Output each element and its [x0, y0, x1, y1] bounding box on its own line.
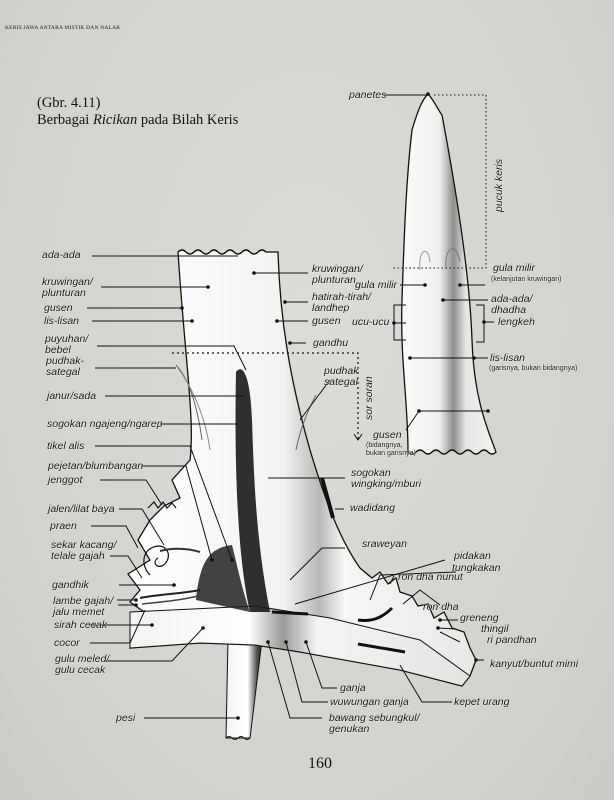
- label-kepet-urang: kepet urang: [454, 696, 510, 708]
- figure-caption: (Gbr. 4.11) Berbagai Ricikan pada Bilah …: [37, 95, 238, 129]
- label-puyuhan-line1: puyuhan/: [45, 333, 89, 345]
- label-pidakan: pidakan: [454, 550, 491, 562]
- label-sraweyan: sraweyan: [362, 538, 407, 550]
- label-ucu-ucu: ucu-ucu: [352, 316, 390, 328]
- label-pudhak-left-line1: pudhak-: [46, 355, 84, 367]
- label-sogokan-ngajeng: sogokan ngajeng/ngarep: [47, 418, 163, 430]
- label-gusen-note: (bidangnya,bukan garisnya): [366, 442, 416, 458]
- leader-lines-right: [254, 94, 494, 719]
- label-gusen-note-line2: bukan garisnya): [366, 450, 416, 457]
- figure-title-suffix: pada Bilah Keris: [137, 112, 239, 128]
- label-gulu-meled: gulu meled/gulu cecak: [55, 654, 109, 676]
- label-pudhak-sategal-left: pudhak-sategal: [46, 356, 84, 378]
- label-kanyut: kanyut/buntut mimi: [490, 658, 579, 670]
- label-pesi: pesi: [116, 712, 136, 724]
- label-ron-dha: ron dha: [423, 601, 459, 613]
- label-wadidang: wadidang: [350, 502, 395, 514]
- label-ada-ada-dhadha-line1: ada-ada/: [491, 293, 533, 305]
- label-gula-milir-right: gula milir: [493, 262, 536, 274]
- label-cocor: cocor: [54, 637, 80, 649]
- label-kruwingan-right-line1: kruwingan/: [312, 263, 363, 275]
- label-puyuhan: puyuhan/bebel: [45, 334, 88, 356]
- label-ron-dha-nunut: ron dha nunut: [398, 571, 463, 583]
- label-lis-lisan-note: (garisnya, bukan bidangnya): [489, 365, 578, 372]
- label-gulu-meled-line2: gulu cecak: [55, 664, 106, 676]
- label-gulu-meled-line1: gulu meled/: [55, 653, 110, 665]
- label-panetes: panetes: [349, 89, 387, 101]
- label-janur: janur/sada: [47, 390, 97, 402]
- label-praen: praen: [50, 520, 77, 532]
- blade-tip: [392, 92, 497, 455]
- label-gusen-left: gusen: [44, 302, 73, 314]
- label-gusen-note-line1: (bidangnya,: [366, 442, 403, 449]
- label-pudhak-right-line1: pudhak: [324, 365, 359, 377]
- label-kruwingan-right-line2: plunturan: [312, 274, 356, 286]
- label-pudhak-left-line2: sategal: [46, 366, 80, 378]
- label-wuwungan-ganja: wuwungan ganja: [330, 696, 409, 708]
- label-gandhik: gandhik: [52, 579, 89, 591]
- figure-title: Berbagai Ricikan pada Bilah Keris: [37, 112, 238, 129]
- label-lambe-gajah-line2: jalu memet: [53, 606, 105, 618]
- label-kruwingan-left-line2: plunturan: [42, 287, 86, 299]
- running-head: KERIS JAWA ANTARA MISTIK DAN NALAR: [5, 25, 121, 31]
- figure-title-prefix: Berbagai: [37, 112, 93, 128]
- label-greneng: greneng: [460, 612, 499, 624]
- label-jalen: jalen/lilat baya: [48, 503, 115, 515]
- label-thingil: thingil: [481, 623, 509, 635]
- leader-lines: [87, 255, 247, 719]
- label-jenggot: jenggot: [48, 474, 83, 486]
- label-sekar-kacang-line1: sekar kacang/: [51, 539, 117, 551]
- label-lis-lisan-left: lis-lisan: [44, 315, 80, 327]
- label-sekar-kacang: sekar kacang/telale gajah: [51, 540, 116, 562]
- label-sor-soran: sor soran: [363, 376, 375, 420]
- label-gula-milir-note: (kelanjutan kruwingan): [491, 276, 562, 283]
- label-hatirah-line2: landhep: [312, 302, 350, 314]
- label-sogokan-wingking-line2: wingking/mburi: [351, 478, 422, 490]
- label-bawang-line1: bawang sebungkul/: [329, 712, 420, 724]
- label-tungkakan: tungkakan: [452, 562, 501, 574]
- figure-number: (Gbr. 4.11): [37, 95, 101, 111]
- figure-title-italic: Ricikan: [92, 112, 138, 128]
- label-sekar-kacang-line2: telale gajah: [51, 550, 105, 562]
- label-ada-ada: ada-ada: [42, 249, 81, 261]
- label-gusen-tip: gusen: [373, 429, 402, 441]
- label-gusen-right: gusen: [312, 315, 341, 327]
- label-pudhak-right-line2: sategal: [324, 376, 358, 388]
- sor-soran-indicator: [172, 352, 363, 441]
- label-gula-milir-left: gula milir: [355, 279, 398, 291]
- label-pejetan: pejetan/blumbangan: [48, 460, 144, 472]
- label-gandhu: gandhu: [313, 337, 349, 349]
- label-sogokan-wingking-line1: sogokan: [351, 467, 391, 479]
- label-hatirah-line1: hatirah-tirah/: [312, 291, 371, 303]
- label-ada-ada-dhadha: ada-ada/dhadha: [491, 294, 532, 316]
- leader-dots: [134, 271, 490, 720]
- label-puyuhan-line2: bebel: [45, 344, 71, 356]
- label-bawang-line2: genukan: [329, 723, 370, 735]
- label-kruwingan-left: kruwingan/plunturan: [42, 277, 93, 299]
- label-tikel-alis: tikel alis: [47, 440, 85, 452]
- label-lambe-gajah-line1: lambe gajah/: [53, 595, 114, 607]
- label-ri-pandhan: ri pandhan: [487, 634, 537, 646]
- page-number: 160: [308, 755, 332, 772]
- label-lis-lisan-tip: lis-lisan: [490, 352, 526, 364]
- label-bawang-sebungkul: bawang sebungkul/genukan: [329, 713, 420, 735]
- label-hatirah: hatirah-tirah/landhep: [312, 292, 371, 314]
- pesi-tang: [225, 639, 263, 740]
- label-ada-ada-dhadha-line2: dhadha: [491, 304, 527, 316]
- label-pucuk-keris: pucuk keris: [493, 158, 505, 212]
- label-lambe-gajah: lambe gajah/jalu memet: [53, 596, 113, 618]
- label-sirah-cecak: sirah cecak: [54, 619, 108, 631]
- label-kruwingan-left-line1: kruwingan/: [42, 276, 93, 288]
- label-kruwingan-right: kruwingan/plunturan: [312, 264, 363, 286]
- label-lengkeh: lengkeh: [498, 316, 535, 328]
- label-ganja: ganja: [340, 682, 366, 694]
